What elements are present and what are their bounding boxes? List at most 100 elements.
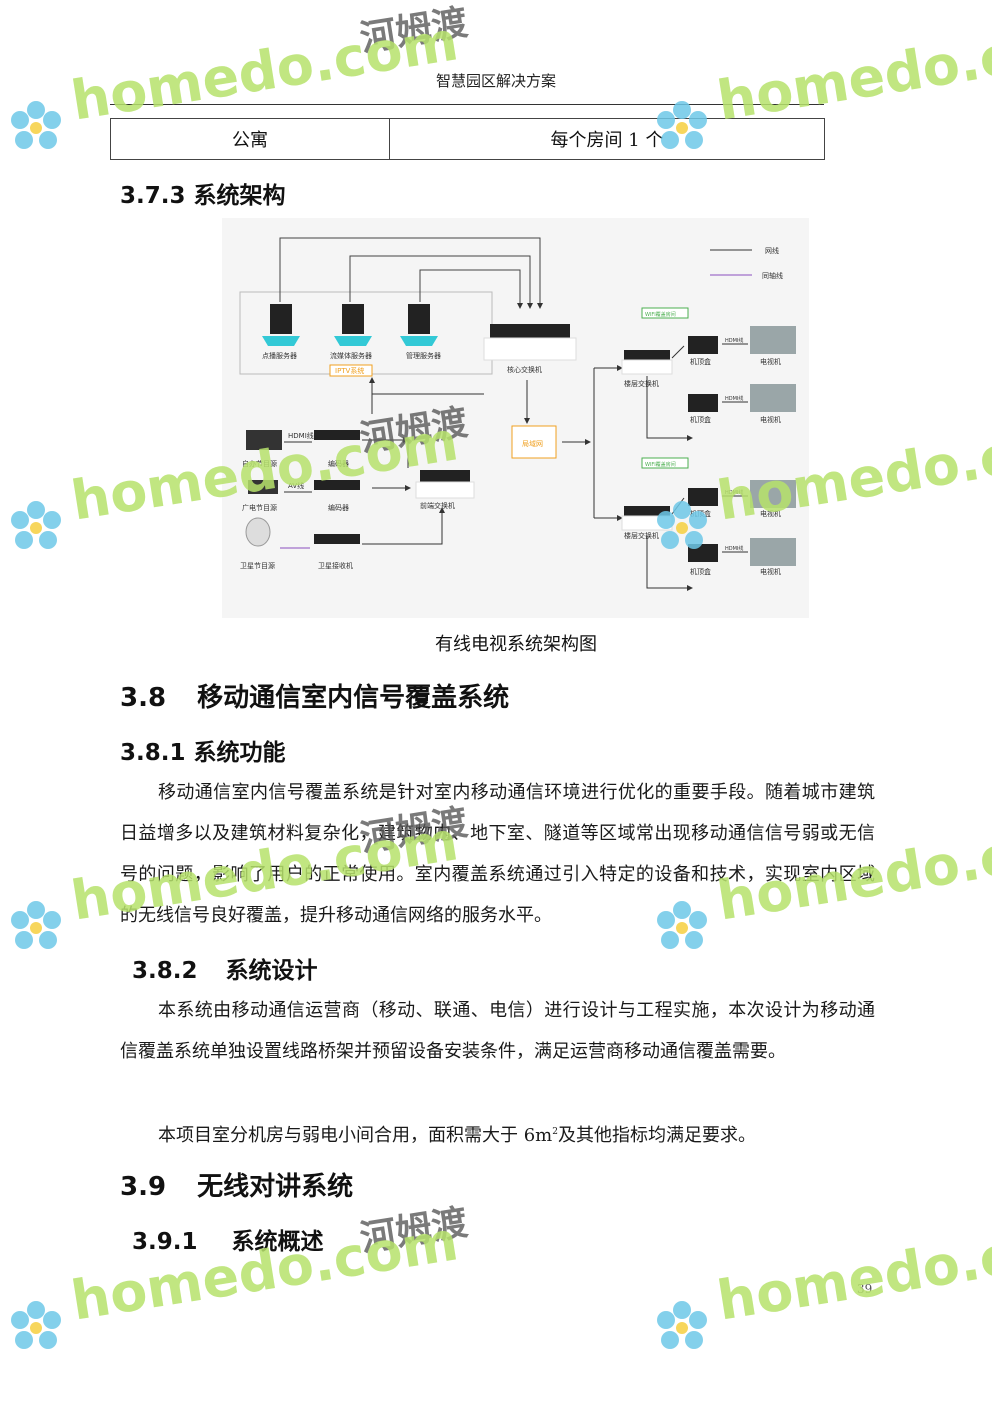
superscript: 2 — [552, 1127, 558, 1137]
heading-3-7-3: 3.7.3 系统架构 — [120, 176, 286, 210]
watermark-cn: 河姆渡 — [357, 2, 471, 60]
stb-label: 机顶盒 — [690, 357, 711, 366]
hdmi-label: HDMI线 — [725, 489, 743, 496]
paragraph-text: 本项目室分机房与弱电小间合用，面积需大于 6m — [158, 1125, 553, 1146]
iptv-tag — [329, 364, 373, 377]
set-top-box — [688, 488, 718, 506]
section-number: 3.7.3 — [120, 183, 186, 209]
hdmi-label: HDMI线 — [725, 395, 743, 402]
frontend-switch — [415, 470, 475, 499]
section-number: 3.9 — [120, 1172, 167, 1202]
legend-coax-label: 同轴线 — [762, 271, 783, 280]
tv-label: 电视机 — [760, 509, 781, 518]
table-cell: 公寓 — [110, 118, 390, 160]
server-vod — [262, 304, 300, 346]
section-title: 系统功能 — [193, 740, 286, 766]
paragraph-text: 及其他指标均满足要求。 — [557, 1125, 756, 1146]
iptv-label: IPTV系统 — [335, 366, 364, 375]
section-number: 3.8 — [120, 683, 167, 713]
paragraph: 移动通信室内信号覆盖系统是针对室内移动通信环境进行优化的重要手段。随着城市建筑日… — [120, 782, 875, 926]
floor-switch-label: 楼层交换机 — [624, 379, 659, 388]
core-switch — [483, 324, 577, 361]
source-label: 自办节目源 — [242, 459, 277, 468]
server-label: 点播服务器 — [262, 351, 297, 360]
floor-switch-1 — [621, 350, 673, 375]
encoder-label: 卫星接收机 — [318, 561, 353, 570]
av-label: AV线 — [288, 481, 304, 490]
wifi-tag — [641, 307, 689, 319]
tv-label: 电视机 — [760, 357, 781, 366]
core-switch-label: 核心交换机 — [507, 365, 542, 374]
set-top-box — [688, 336, 718, 354]
heading-3-9-1: 3.9.1 系统概述 — [132, 1222, 324, 1256]
set-top-box — [688, 394, 718, 412]
encoder-label: 编码器 — [328, 459, 349, 468]
heading-3-8-1: 3.8.1 系统功能 — [120, 733, 286, 767]
figure-caption: 有线电视系统架构图 — [435, 634, 597, 655]
watermark-en: homedo.com — [713, 1209, 992, 1333]
server-label: 流媒体服务器 — [330, 351, 372, 360]
television — [750, 538, 796, 566]
server-streaming — [334, 304, 372, 346]
watermark-flower-icon — [657, 1301, 707, 1349]
lan-label: 局域网 — [522, 439, 543, 448]
encoder-label: 编码器 — [328, 503, 349, 512]
watermark-flower-icon — [11, 1301, 61, 1349]
legend-network-label: 网线 — [765, 246, 779, 255]
source-label: 广电节目源 — [242, 503, 277, 512]
paragraph: 本系统由移动通信运营商（移动、联通、电信）进行设计与工程实施，本次设计为移动通信… — [120, 1000, 875, 1062]
stb-label: 机顶盒 — [690, 415, 711, 424]
running-header: 智慧园区解决方案 — [435, 72, 556, 90]
floor-switch-label: 楼层交换机 — [624, 531, 659, 540]
watermark-cn: 河姆渡 — [357, 1202, 471, 1260]
section-number: 3.8.2 — [132, 958, 198, 984]
page-number: 39 — [857, 1282, 873, 1296]
section-title: 移动通信室内信号覆盖系统 — [197, 683, 510, 713]
heading-3-8-2: 3.8.2 系统设计 — [132, 951, 318, 985]
watermark-flower-icon — [11, 101, 61, 149]
cable-tv-architecture-diagram: 网线 同轴线 点播服务器 流媒体服务器 管理服务器 IPTV系统 核心交换机 — [222, 218, 809, 618]
tv-signal-source — [248, 480, 278, 494]
watermark-flower-icon — [11, 501, 61, 549]
watermark-flower-icon — [657, 101, 707, 149]
lan-box — [511, 425, 557, 459]
heading-3-9: 3.9 无线对讲系统 — [120, 1166, 353, 1203]
server-management — [400, 304, 438, 346]
television — [750, 384, 796, 412]
hdmi-label: HDMI线 — [288, 431, 314, 440]
section-number: 3.9.1 — [132, 1229, 198, 1255]
encoder — [314, 480, 360, 490]
satellite-dish — [245, 517, 271, 547]
wifi-label: WIFI覆盖房间 — [645, 311, 676, 318]
camera-source — [246, 430, 282, 450]
television — [750, 480, 796, 508]
tv-label: 电视机 — [760, 415, 781, 424]
diagram-svg: 网线 同轴线 点播服务器 流媒体服务器 管理服务器 IPTV系统 核心交换机 — [239, 237, 796, 591]
spec-table: 公寓 每个房间 1 个 — [110, 118, 825, 160]
section-title: 系统架构 — [193, 183, 286, 209]
heading-3-8: 3.8 移动通信室内信号覆盖系统 — [120, 677, 509, 714]
encoder — [314, 430, 360, 440]
paragraph: 本项目室分机房与弱电小间合用，面积需大于 6m2及其他指标均满足要求。 — [120, 1112, 875, 1156]
header-rule — [110, 104, 824, 105]
watermark-flower-icon — [657, 901, 707, 949]
section-title: 系统设计 — [225, 958, 318, 984]
table-row: 公寓 每个房间 1 个 — [110, 118, 825, 160]
wifi-tag — [641, 457, 689, 469]
wifi-label: WIFI覆盖房间 — [645, 461, 676, 468]
table-cell: 每个房间 1 个 — [389, 118, 825, 160]
hdmi-label: HDMI线 — [725, 545, 743, 552]
watermark-flower-icon — [657, 501, 707, 549]
television — [750, 326, 796, 354]
server-label: 管理服务器 — [406, 351, 441, 360]
satellite-receiver — [314, 534, 360, 544]
watermark-flower-icon — [11, 901, 61, 949]
source-label: 卫星节目源 — [240, 561, 275, 570]
hdmi-label: HDMI线 — [725, 337, 743, 344]
frontend-switch-label: 前端交换机 — [420, 501, 455, 510]
tv-label: 电视机 — [760, 567, 781, 576]
stb-tv-group: 机顶盒 HDMI线 电视机 机顶盒 HDMI线 电视机 机顶盒 HDMI线 电视… — [688, 326, 796, 576]
stb-label: 机顶盒 — [690, 567, 711, 576]
section-title: 系统概述 — [231, 1229, 324, 1255]
section-number: 3.8.1 — [120, 740, 186, 766]
